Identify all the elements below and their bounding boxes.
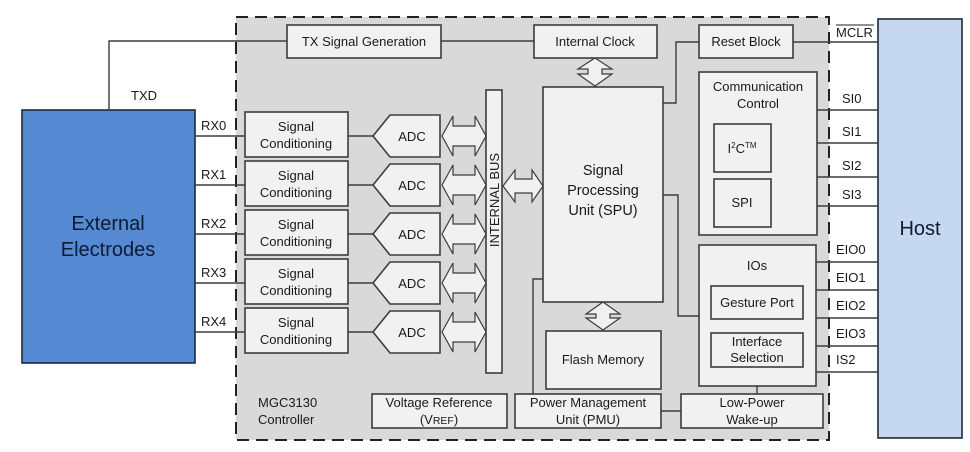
pmu-label-1: Power Management <box>530 395 647 410</box>
signal-conditioning-label-1: Signal <box>278 119 314 134</box>
eio-label: IS2 <box>836 352 856 367</box>
low-power-wake-up-block <box>680 393 824 429</box>
adc-label: ADC <box>398 325 425 340</box>
internal-bus-block <box>485 89 503 374</box>
clock-spu-arrow-icon <box>575 57 615 87</box>
pmu-block <box>514 393 662 429</box>
signal-conditioning-label-2: Conditioning <box>260 234 332 249</box>
signal-conditioning-label-1: Signal <box>278 266 314 281</box>
spu-to-ios-wire <box>663 194 699 317</box>
signal-conditioning-block <box>244 307 349 354</box>
gesture-port-block <box>710 285 804 320</box>
txd-wire <box>108 40 287 110</box>
rx-label: RX1 <box>201 167 226 182</box>
internal-clock-block <box>533 24 658 59</box>
txd-label: TXD <box>131 88 157 103</box>
voltage-reference-label-1: Voltage Reference <box>386 395 493 410</box>
i2c-label: I2CTM <box>727 141 756 156</box>
spu-label-3: Unit (SPU) <box>568 203 637 219</box>
spu-label-2: Processing <box>567 183 639 199</box>
signal-conditioning-label-2: Conditioning <box>260 283 332 298</box>
reset-block <box>698 24 794 59</box>
interface-selection-label-1: Interface <box>732 334 783 349</box>
eio-label: EIO3 <box>836 326 866 341</box>
spi-block <box>713 178 772 228</box>
host-label: Host <box>899 218 941 240</box>
si-label: SI3 <box>842 187 862 202</box>
adc-bus-arrow-icon <box>441 311 487 353</box>
signal-conditioning-block <box>244 160 349 207</box>
adc-block <box>371 163 441 207</box>
adc-bus-arrow-icon <box>441 262 487 304</box>
internal-bus-label: INTERNAL BUS <box>487 153 502 247</box>
adc-block <box>371 114 441 158</box>
interface-selection-block <box>710 332 804 368</box>
si-label: SI0 <box>842 91 862 106</box>
spi-label: SPI <box>732 195 753 210</box>
adc-label: ADC <box>398 178 425 193</box>
rx-label: RX3 <box>201 265 226 280</box>
signal-conditioning-label-1: Signal <box>278 217 314 232</box>
communication-control-label-2: Control <box>737 96 779 111</box>
rx-label: RX4 <box>201 314 226 329</box>
signal-conditioning-label-1: Signal <box>278 315 314 330</box>
spu-label-1: Signal <box>583 163 623 179</box>
bus-spu-arrow-icon <box>502 168 544 204</box>
si-label: SI2 <box>842 158 862 173</box>
controller-name-1: MGC3130 <box>258 395 317 410</box>
tx-signal-generation-label: TX Signal Generation <box>302 34 426 49</box>
signal-conditioning-label-1: Signal <box>278 168 314 183</box>
flash-memory-block <box>545 330 662 390</box>
adc-label: ADC <box>398 129 425 144</box>
external-electrodes-label-2: Electrodes <box>61 239 156 261</box>
eio-label: EIO0 <box>836 242 866 257</box>
mclr-label: MCLR <box>836 25 873 40</box>
spu-to-pmu-wire <box>532 278 543 394</box>
adc-block <box>371 261 441 305</box>
signal-conditioning-block <box>244 258 349 305</box>
signal-conditioning-label-2: Conditioning <box>260 332 332 347</box>
gesture-port-label: Gesture Port <box>720 295 794 310</box>
pmu-label-2: Unit (PMU) <box>556 412 620 427</box>
eio-label: EIO1 <box>836 270 866 285</box>
internal-clock-label: Internal Clock <box>555 34 635 49</box>
spu-flash-arrow-icon <box>584 301 622 331</box>
reset-block-label: Reset Block <box>711 34 781 49</box>
rx-label: RX2 <box>201 216 226 231</box>
signal-conditioning-block <box>244 209 349 256</box>
adc-bus-arrow-icon <box>441 213 487 255</box>
external-electrodes-block <box>21 109 196 364</box>
eio-label: EIO2 <box>836 298 866 313</box>
low-power-wake-up-label-2: Wake-up <box>726 412 778 427</box>
spu-block <box>542 86 664 303</box>
host-block <box>877 18 963 439</box>
flash-memory-label: Flash Memory <box>562 352 645 367</box>
signal-conditioning-label-2: Conditioning <box>260 185 332 200</box>
low-power-wake-up-label-1: Low-Power <box>719 395 785 410</box>
signal-conditioning-block <box>244 111 349 158</box>
controller-boundary <box>235 16 830 441</box>
voltage-reference-label-2: (VREF) <box>420 412 458 427</box>
interface-selection-label-2: Selection <box>730 350 783 365</box>
adc-bus-arrow-icon <box>441 164 487 206</box>
adc-bus-arrow-icon <box>441 115 487 157</box>
rx-label: RX0 <box>201 118 226 133</box>
voltage-reference-block <box>371 393 508 429</box>
ios-label: IOs <box>747 258 768 273</box>
si-label: SI1 <box>842 124 862 139</box>
i2c-block <box>713 123 772 173</box>
spu-to-reset-wire <box>663 41 699 104</box>
adc-block <box>371 212 441 256</box>
adc-label: ADC <box>398 276 425 291</box>
signal-conditioning-label-2: Conditioning <box>260 136 332 151</box>
external-electrodes-label-1: External <box>71 213 144 235</box>
adc-block <box>371 310 441 354</box>
controller-name-2: Controller <box>258 412 315 427</box>
adc-label: ADC <box>398 227 425 242</box>
communication-control-label-1: Communication <box>713 79 803 94</box>
